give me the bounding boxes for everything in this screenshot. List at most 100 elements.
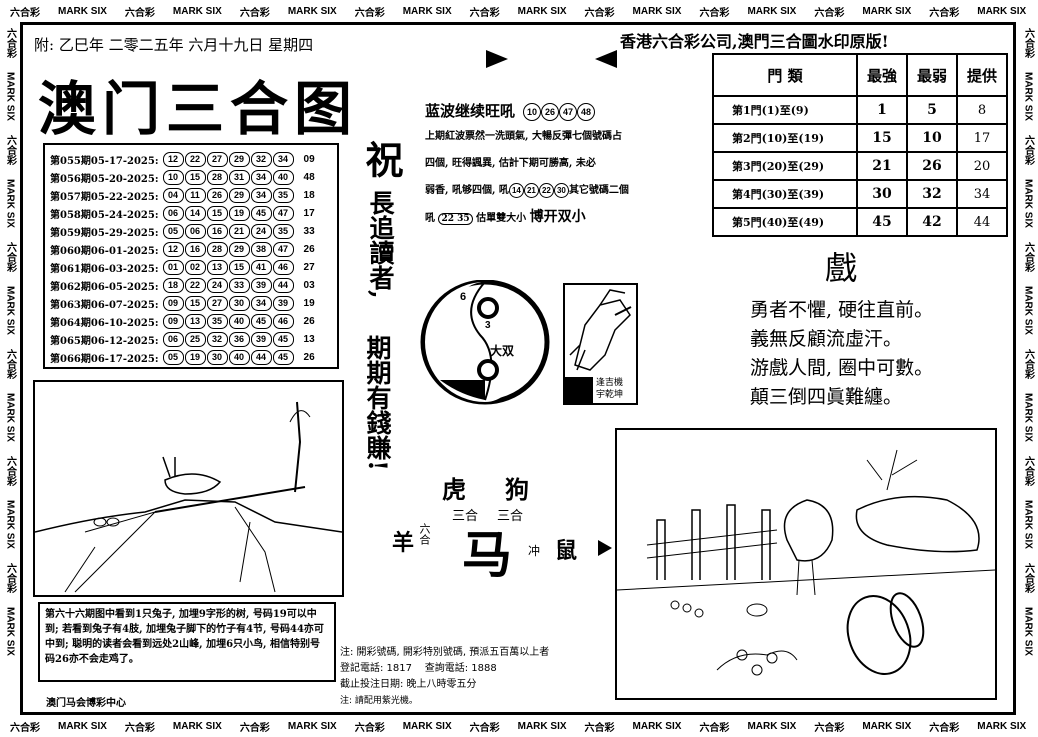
border-mark-six: MARK SIX [517, 720, 567, 732]
draw-number-ball: 33 [228, 277, 250, 293]
border-logo: 六合彩 [1022, 562, 1034, 593]
draw-number-ball: 44 [272, 277, 294, 293]
draw-number-ball: 16 [184, 241, 206, 257]
blue-wave-circled-number: 47 [559, 102, 578, 121]
draw-number-ball: 45 [272, 349, 294, 365]
blessing-column-1: 長追讀者, [366, 190, 395, 299]
blue-wave-line-3-tail: 其它號碼二個 [568, 185, 629, 196]
border-mark-six: MARK SIX [747, 720, 797, 732]
border-mark-six: MARK SIX [4, 392, 16, 442]
draw-number-ball: 05 [162, 349, 184, 365]
story-footer: 澳门马会博彩中心 [46, 698, 126, 709]
draw-number-ball: 09 [162, 313, 184, 329]
border-logo: 六合彩 [1022, 28, 1034, 58]
draw-number-ball: 15 [228, 259, 250, 275]
blue-wave-line-4-head: 吼 [425, 213, 435, 224]
draw-number-ball: 22 [184, 151, 206, 167]
border-logo: 六合彩 [4, 241, 16, 272]
zodiac-dog: 狗 [505, 475, 529, 504]
border-mark-six: MARK SIX [1022, 285, 1034, 335]
rabbit-picture-frame [33, 380, 344, 597]
border-logo: 六合彩 [1022, 455, 1034, 486]
door-header-category: 門 類 [712, 53, 858, 97]
door-give: 20 [956, 151, 1008, 181]
border-mark-six: MARK SIX [58, 5, 107, 17]
draw-label: 第066期06-17-2025: [50, 353, 159, 365]
draw-number-ball: 06 [162, 331, 184, 347]
zodiac-chong: 冲 [528, 544, 541, 558]
draw-number-ball: 04 [162, 187, 184, 203]
draw-label: 第063期06-07-2025: [50, 299, 159, 311]
draw-number-ball: 19 [184, 349, 206, 365]
small-picture-black-block [565, 377, 593, 403]
poem-line: 顛三倒四眞難纏。 [750, 386, 903, 408]
blue-wave-circled-number: 10 [523, 102, 542, 121]
border-mark-six: MARK SIX [632, 720, 682, 732]
draw-number-ball: 24 [250, 223, 272, 239]
draw-number-ball: 35 [272, 187, 294, 203]
blue-wave-line-2: 四個, 旺得諷異, 估計下期可勝高, 未必 [425, 158, 596, 169]
door-strong: 1 [856, 95, 908, 125]
draw-number-ball: 06 [162, 205, 184, 221]
draw-special-number: 26 [303, 315, 315, 327]
border-logo: 六合彩 [469, 7, 500, 19]
draw-number-ball: 12 [162, 151, 184, 167]
draw-special-number: 26 [303, 351, 315, 363]
border-mark-six: MARK SIX [287, 5, 337, 17]
draw-number-ball: 05 [162, 223, 184, 239]
rabbit-sketch [34, 401, 343, 593]
draw-number-ball: 12 [162, 241, 184, 257]
zodiac-horse: 马 [462, 526, 512, 584]
small-picture-caption-2: 宇乾坤 [596, 390, 624, 400]
draw-number-ball: 39 [272, 295, 294, 311]
blue-wave-circled-number: 48 [577, 102, 596, 121]
draw-number-ball: 35 [206, 313, 228, 329]
border-mark-six: MARK SIX [747, 5, 797, 17]
draw-number-ball: 45 [250, 205, 272, 221]
draw-number-ball: 26 [206, 187, 228, 203]
draw-number-ball: 45 [250, 313, 272, 329]
door-category: 第2門(10)至(19) [712, 123, 858, 153]
draw-number-ball: 31 [228, 169, 250, 185]
draw-number-ball: 32 [206, 331, 228, 347]
date-line: 附: 乙巳年 二零二五年 六月十九日 星期四 [34, 36, 314, 54]
notes-phone-register: 登記電話: 1817 [340, 663, 412, 674]
draw-special-number: 19 [303, 297, 315, 309]
door-give: 44 [956, 207, 1008, 237]
draw-label: 第064期06-10-2025: [50, 317, 159, 329]
small-picture-caption-1: 逢吉機 [596, 378, 624, 388]
draw-number-ball: 11 [184, 187, 206, 203]
draw-number-ball: 41 [250, 259, 272, 275]
draw-number-ball: 47 [272, 205, 294, 221]
notes-line-1: 注: 開彩號碼, 開彩特別號碼, 預派五百萬以上者 [340, 647, 550, 658]
yin-yang-label: 大双 [490, 343, 514, 358]
draw-number-ball: 28 [206, 169, 228, 185]
draw-number-ball: 38 [250, 241, 272, 257]
draw-number-ball: 29 [228, 241, 250, 257]
notes-line-2: 登記電話: 1817 查詢電話: 1888 [340, 661, 549, 677]
border-mark-six: MARK SIX [287, 720, 337, 732]
company-line: 香港六合彩公司,澳門三合圖水印原版! [620, 32, 889, 51]
border-mark-six: MARK SIX [632, 5, 682, 17]
draw-number-ball: 14 [184, 205, 206, 221]
blue-wave-line3-circled-number: 21 [523, 183, 539, 198]
draw-label: 第056期05-20-2025: [50, 173, 159, 185]
border-logo: 六合彩 [469, 722, 500, 734]
poem-line: 游戲人間, 圈中可數。 [750, 357, 934, 379]
